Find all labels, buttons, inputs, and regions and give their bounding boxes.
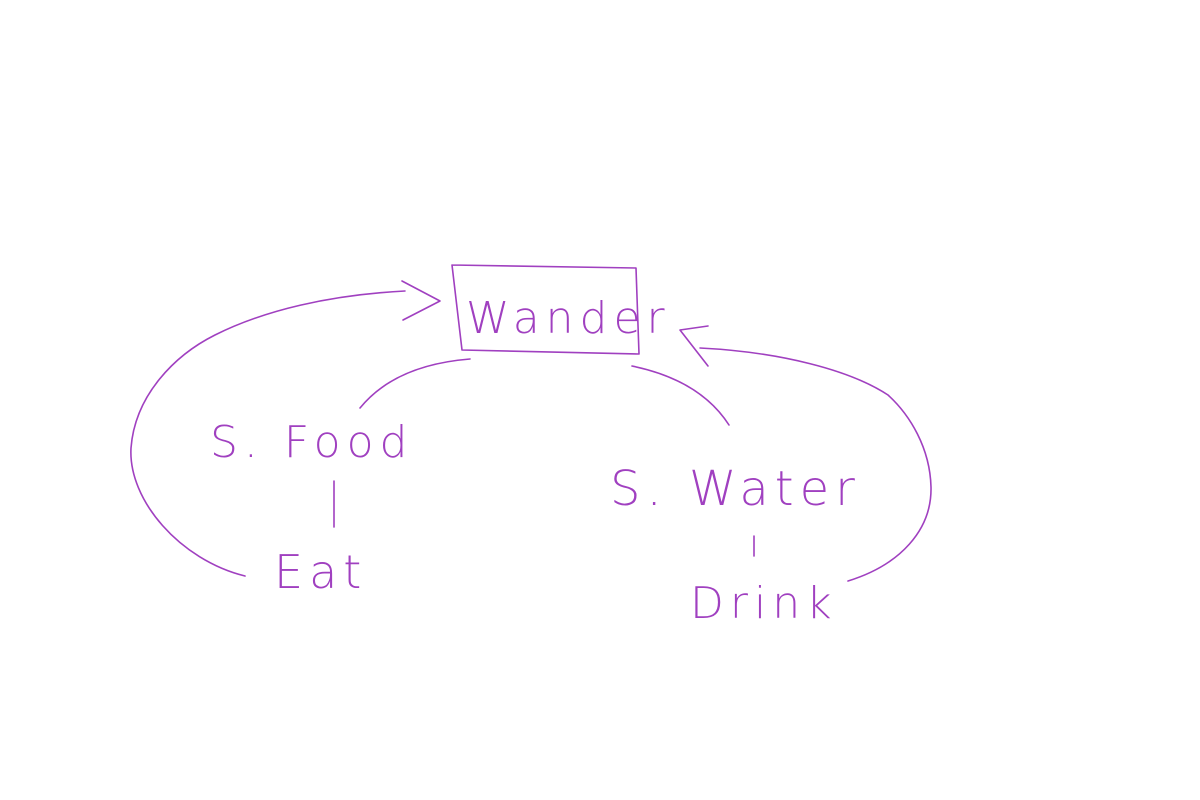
node-eat: Eat bbox=[274, 545, 367, 599]
node-wander: Wander bbox=[466, 293, 671, 344]
node-food: S. Food bbox=[210, 417, 413, 468]
node-water: S. Water bbox=[610, 461, 861, 517]
node-drink: Drink bbox=[690, 578, 838, 629]
edge-wander-food bbox=[359, 358, 471, 409]
arrowhead-wander-left bbox=[401, 280, 441, 321]
edge-eat-wander bbox=[130, 290, 406, 577]
wander-box bbox=[451, 264, 640, 355]
edge-drink-wander bbox=[699, 347, 932, 582]
arrowhead-wander-right bbox=[679, 325, 709, 367]
edge-wander-water bbox=[631, 365, 730, 426]
